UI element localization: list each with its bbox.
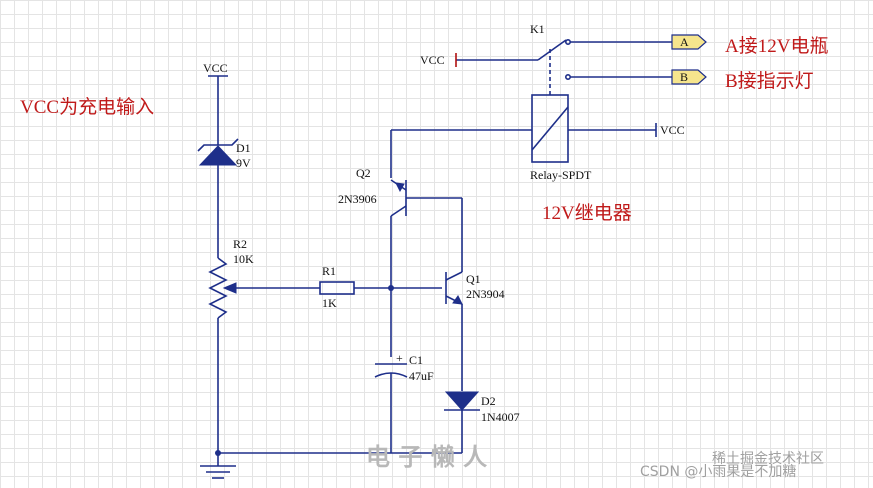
note-b-indicator: B接指示灯	[725, 70, 814, 92]
d1-ref-label: D1	[236, 141, 251, 155]
c1-value-label: 47uF	[409, 369, 434, 383]
d1-value-label: 9V	[236, 156, 251, 170]
diode-d2	[444, 391, 480, 411]
q2-ref-label: Q2	[356, 166, 371, 180]
ground-symbol	[200, 453, 236, 479]
note-relay-12v: 12V继电器	[542, 202, 632, 224]
relay-label: Relay-SPDT	[530, 168, 592, 182]
note-vcc-input: VCC为充电输入	[20, 96, 154, 118]
note-a-battery: A接12V电瓶	[725, 35, 828, 57]
relay-contact-arm	[537, 39, 567, 61]
relay-contact-a	[564, 38, 571, 45]
transistor-q2	[390, 179, 462, 217]
relay-contact-b	[564, 74, 571, 81]
port-a-label: A	[680, 35, 689, 49]
watermark-center: 电 子 懒 人	[366, 443, 487, 471]
port-b	[671, 69, 707, 85]
d2-value-label: 1N4007	[481, 410, 520, 424]
r1-ref-label: R1	[322, 264, 336, 278]
vcc-top-label: VCC	[203, 61, 228, 75]
d2-ref-label: D2	[481, 394, 496, 408]
watermark-corner: CSDN @小雨果是不加糖	[640, 464, 796, 480]
relay-coil-slash	[531, 106, 569, 151]
watermark-overlay: 稀土掘金技术社区	[712, 451, 824, 467]
c1-ref-label: C1	[409, 353, 423, 367]
transistor-q1	[445, 271, 463, 305]
q1-value-label: 2N3904	[466, 287, 505, 301]
c1-plus-label: +	[396, 351, 403, 365]
r1-value-label: 1K	[322, 296, 337, 310]
port-a	[671, 34, 707, 50]
q1-ref-label: Q1	[466, 272, 481, 286]
r2-ref-label: R2	[233, 237, 247, 251]
r2-value-label: 10K	[233, 252, 254, 266]
q2-value-label: 2N3906	[338, 192, 377, 206]
potentiometer-r2	[208, 257, 237, 319]
port-b-label: B	[680, 70, 688, 84]
k1-label: K1	[530, 22, 545, 36]
vcc-relay-label: VCC	[420, 53, 445, 67]
vcc-coil-label: VCC	[660, 123, 685, 137]
resistor-r1	[319, 281, 355, 295]
